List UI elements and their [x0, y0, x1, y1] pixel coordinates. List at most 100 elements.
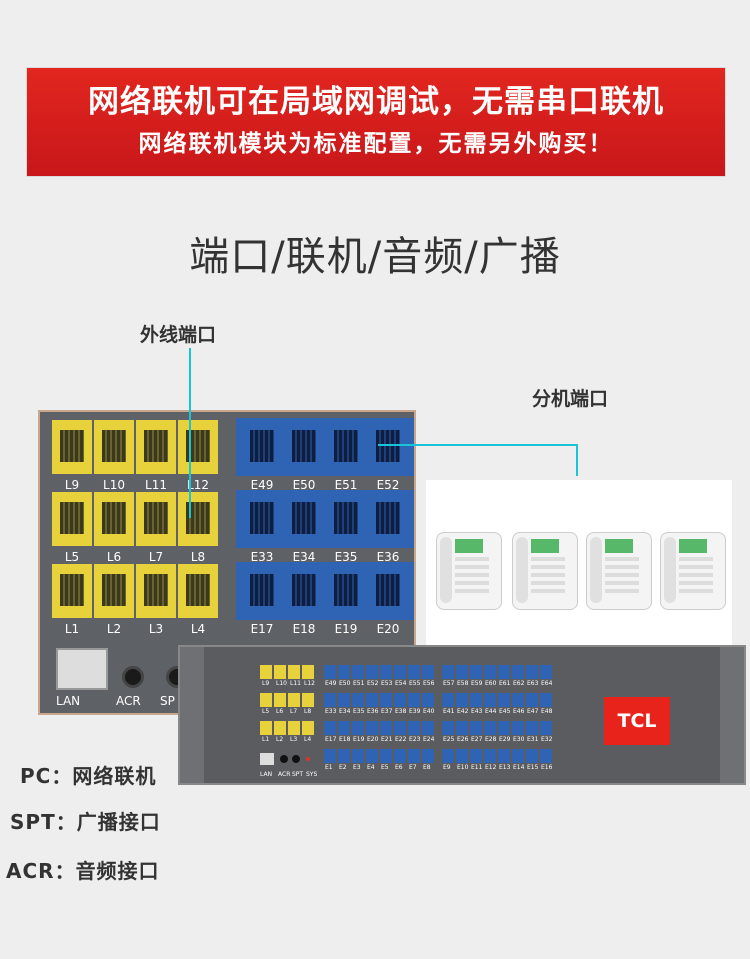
device-extension-label: E61 — [499, 680, 511, 687]
device-extension-jack — [352, 721, 364, 735]
device-extension-jack — [498, 693, 510, 707]
banner-line-2: 网络联机模块为标准配置，无需另外购买！ — [138, 131, 614, 157]
device-extension-jack — [470, 721, 482, 735]
legend-desc: 音频接口 — [75, 859, 160, 883]
extension-leader-line — [378, 444, 578, 446]
device-extension-label: E3 — [353, 764, 361, 771]
device-trunk-label: L3 — [290, 736, 298, 743]
device-extension-jack — [422, 721, 434, 735]
device-extension-jack — [442, 665, 454, 679]
device-port-label: SYS — [306, 771, 318, 778]
device-extension-jack — [338, 693, 350, 707]
device-extension-label: E40 — [423, 708, 435, 715]
device-trunk-label: L12 — [304, 680, 315, 687]
trunk-jack-label: L10 — [103, 478, 125, 492]
device-extension-jack — [526, 693, 538, 707]
extension-jack — [242, 420, 282, 474]
device-trunk-jack — [302, 665, 314, 679]
trunk-jack-label: L5 — [64, 550, 80, 564]
device-extension-label: E20 — [367, 736, 379, 743]
promo-banner: 网络联机可在局域网调试，无需串口联机 网络联机模块为标准配置，无需另外购买！ — [26, 67, 726, 177]
device-extension-jack — [366, 721, 378, 735]
trunk-jack — [52, 420, 92, 474]
device-extension-label: E41 — [443, 708, 455, 715]
extension-jack — [284, 492, 324, 546]
extension-jack — [284, 420, 324, 474]
device-extension-label: E1 — [325, 764, 333, 771]
device-extension-label: E46 — [513, 708, 525, 715]
device-extension-jack — [484, 693, 496, 707]
trunk-jack-label: L6 — [106, 550, 122, 564]
device-extension-jack — [470, 749, 482, 763]
device-extension-label: E39 — [409, 708, 421, 715]
device-trunk-label: L9 — [262, 680, 270, 687]
device-extension-label: E54 — [395, 680, 407, 687]
device-extension-label: E56 — [423, 680, 435, 687]
device-extension-jack — [422, 749, 434, 763]
legend-sep: ： — [51, 764, 73, 788]
device-extension-jack — [408, 693, 420, 707]
legend-key: SPT — [10, 810, 56, 834]
trunk-jack-label: L9 — [64, 478, 80, 492]
trunk-jack — [52, 492, 92, 546]
extension-jack-label: E35 — [334, 550, 358, 564]
extension-jack-label: E — [410, 622, 414, 636]
lan-port-icon — [56, 648, 108, 690]
device-extension-label: E22 — [395, 736, 407, 743]
device-extension-label: E6 — [395, 764, 403, 771]
device-extension-label: E38 — [395, 708, 407, 715]
device-trunk-label: L5 — [262, 708, 270, 715]
rack-ear-right — [720, 647, 744, 783]
device-extension-jack — [380, 749, 392, 763]
device-extension-label: E44 — [485, 708, 497, 715]
device-extension-label: E25 — [443, 736, 455, 743]
device-extension-jack — [484, 665, 496, 679]
device-extension-jack — [526, 721, 538, 735]
trunk-jack-label: L8 — [190, 550, 206, 564]
trunk-jack — [178, 420, 218, 474]
device-extension-jack — [498, 665, 510, 679]
extension-jack — [410, 420, 414, 474]
extension-jack-label: E18 — [292, 622, 316, 636]
extension-jack — [410, 492, 414, 546]
device-extension-jack — [484, 749, 496, 763]
device-extension-label: E32 — [541, 736, 553, 743]
device-extension-jack — [366, 693, 378, 707]
device-extension-label: E64 — [541, 680, 553, 687]
device-trunk-jack — [274, 693, 286, 707]
extension-jack-label: E34 — [292, 550, 316, 564]
device-extension-jack — [338, 665, 350, 679]
device-port-label: ACR — [278, 771, 291, 778]
device-lan-port-icon — [260, 753, 274, 765]
device-extension-label: E4 — [367, 764, 375, 771]
device-extension-jack — [442, 721, 454, 735]
device-port-label: LAN — [260, 771, 273, 778]
trunk-jack — [178, 492, 218, 546]
device-extension-label: E34 — [339, 708, 351, 715]
extension-jack-label: E49 — [250, 478, 274, 492]
device-extension-jack — [338, 721, 350, 735]
device-extension-label: E5 — [381, 764, 389, 771]
device-port-label: SPT — [292, 771, 304, 778]
device-extension-jack — [512, 693, 524, 707]
port-label: SP — [160, 694, 175, 708]
extension-jack — [242, 492, 282, 546]
device-extension-label: E53 — [381, 680, 393, 687]
device-extension-jack — [456, 749, 468, 763]
device-extension-label: E8 — [423, 764, 431, 771]
extension-jack-label: E36 — [376, 550, 400, 564]
extension-jack-label: E17 — [250, 622, 274, 636]
extension-jack — [284, 564, 324, 618]
device-trunk-jack — [260, 665, 272, 679]
legend-desc: 广播接口 — [76, 810, 161, 834]
device-extension-jack — [394, 749, 406, 763]
device-extension-label: E36 — [367, 708, 379, 715]
device-extension-jack — [540, 721, 552, 735]
device-extension-jack — [470, 665, 482, 679]
device-extension-jack — [324, 721, 336, 735]
device-extension-label: E23 — [409, 736, 421, 743]
device-extension-jack — [540, 665, 552, 679]
device-trunk-jack — [274, 665, 286, 679]
